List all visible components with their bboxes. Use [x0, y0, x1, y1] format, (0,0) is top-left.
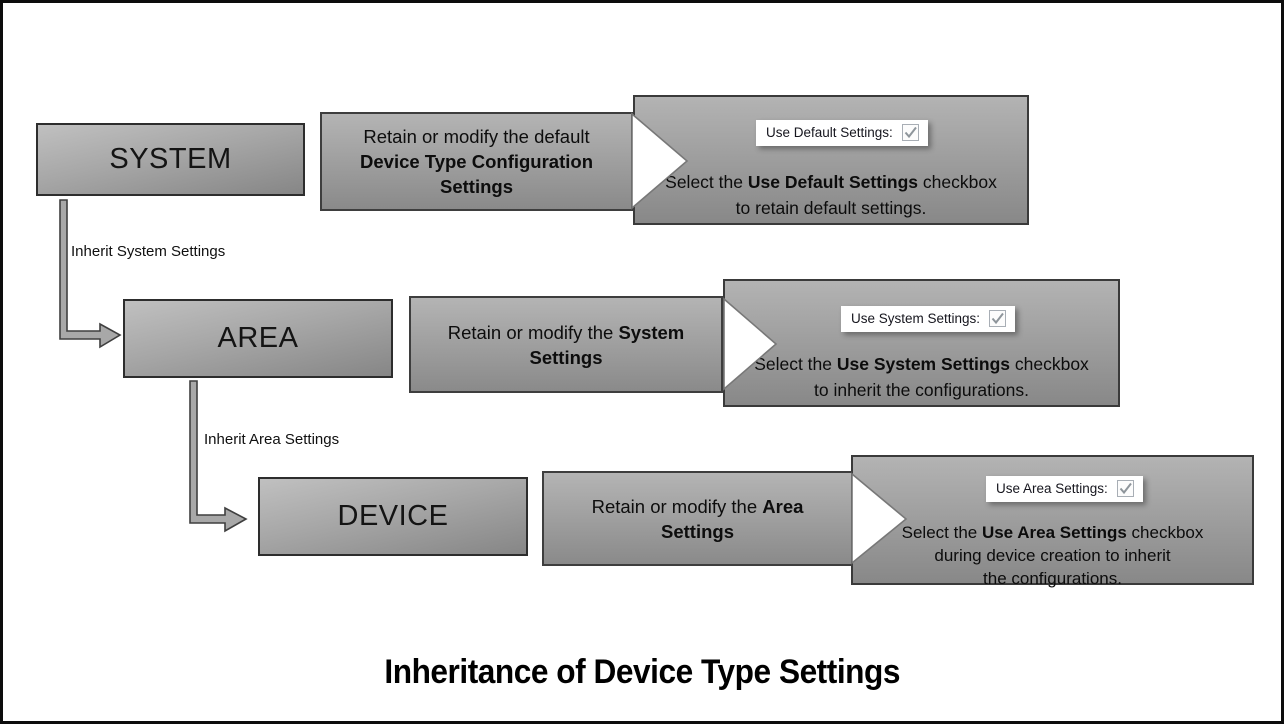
- action-text-area: Retain or modify the System Settings: [447, 321, 685, 368]
- elbow-arrow-area-to-device: [189, 380, 248, 533]
- callout-box-device: Use Area Settings: Select the Use Area S…: [851, 455, 1254, 588]
- action-text-system: Retain or modify the default Device Type…: [360, 126, 593, 197]
- checked-checkbox-icon: [901, 124, 919, 141]
- level-box-area: AREA: [123, 299, 393, 378]
- use-default-settings-widget: Use Default Settings:: [756, 120, 928, 146]
- checked-checkbox-icon: [989, 310, 1007, 327]
- callout-note-area: Select the Use System Settings checkbox …: [754, 354, 1089, 400]
- checkbox-label: Use System Settings:: [851, 311, 981, 326]
- elbow-arrow-system-to-area: [59, 199, 122, 349]
- callout-box-system: Use Default Settings: Select the Use Def…: [633, 95, 1029, 225]
- level-label-system: SYSTEM: [109, 143, 232, 175]
- callout-note-system: Select the Use Default Settings checkbox…: [665, 172, 997, 218]
- action-text-device: Retain or modify the Area Settings: [591, 495, 804, 542]
- use-area-settings-widget: Use Area Settings:: [986, 476, 1143, 502]
- checkbox-label: Use Area Settings:: [996, 481, 1108, 496]
- diagram-title: Inheritance of Device Type Settings: [3, 653, 1281, 692]
- level-label-device: DEVICE: [337, 500, 449, 532]
- use-system-settings-widget: Use System Settings:: [841, 306, 1016, 332]
- diagram-title-text: Inheritance of Device Type Settings: [384, 653, 900, 691]
- level-box-system: SYSTEM: [36, 123, 305, 196]
- callout-box-area: Use System Settings: Select the Use Syst…: [723, 279, 1120, 407]
- level-box-device: DEVICE: [258, 477, 528, 556]
- action-box-area: Retain or modify the System Settings: [409, 296, 723, 393]
- checkbox-label: Use Default Settings:: [766, 125, 893, 140]
- connector-label-inherit-area: Inherit Area Settings: [204, 431, 340, 448]
- connector-label-inherit-system: Inherit System Settings: [71, 243, 226, 260]
- action-box-device: Retain or modify the Area Settings: [542, 471, 853, 566]
- checked-checkbox-icon: [1116, 480, 1134, 497]
- callout-note-device: Select the Use Area Settings checkbox du…: [901, 523, 1204, 588]
- action-box-system: Retain or modify the default Device Type…: [320, 112, 633, 211]
- level-label-area: AREA: [217, 322, 299, 354]
